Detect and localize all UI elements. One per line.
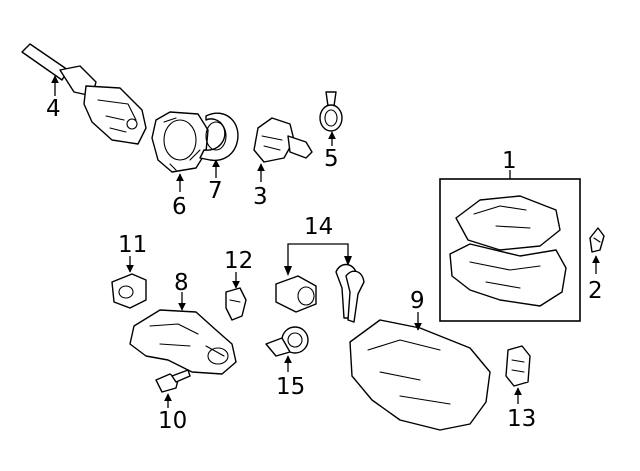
callout-5: 5 [324, 146, 339, 172]
callout-2: 2 [588, 278, 603, 304]
leader-14 [287, 243, 349, 274]
callout-7: 7 [208, 178, 223, 204]
callout-13: 13 [507, 406, 536, 432]
part-13-connector[interactable] [505, 345, 531, 387]
callout-12: 12 [224, 248, 253, 274]
part-7-spiral-cable[interactable] [199, 112, 239, 162]
callout-10: 10 [158, 408, 187, 434]
part-6-clock-spring[interactable] [151, 111, 209, 173]
part-3-wiper-switch[interactable] [253, 117, 313, 163]
part-11-immobilizer[interactable] [111, 273, 147, 309]
part-1-column-cover[interactable] [449, 195, 567, 307]
part-12-switch[interactable] [225, 287, 247, 321]
callout-1: 1 [502, 148, 517, 174]
part-14-lock-cylinder[interactable] [275, 275, 317, 313]
callout-4: 4 [46, 96, 61, 122]
callout-14: 14 [304, 214, 333, 240]
callout-8: 8 [174, 270, 189, 296]
part-14-keys[interactable] [335, 263, 365, 323]
part-2-clip[interactable] [589, 227, 605, 253]
part-9-lower-cover[interactable] [349, 319, 491, 431]
callout-15: 15 [276, 374, 305, 400]
callout-6: 6 [172, 194, 187, 220]
callout-11: 11 [118, 232, 147, 258]
part-15-bezel[interactable] [265, 326, 309, 357]
part-4-combination-switch[interactable] [21, 43, 147, 145]
part-10-bolt[interactable] [155, 369, 191, 393]
part-8-lock-housing[interactable] [129, 309, 237, 375]
callout-3: 3 [253, 184, 268, 210]
part-5-ring[interactable] [319, 91, 343, 132]
callout-9: 9 [410, 288, 425, 314]
